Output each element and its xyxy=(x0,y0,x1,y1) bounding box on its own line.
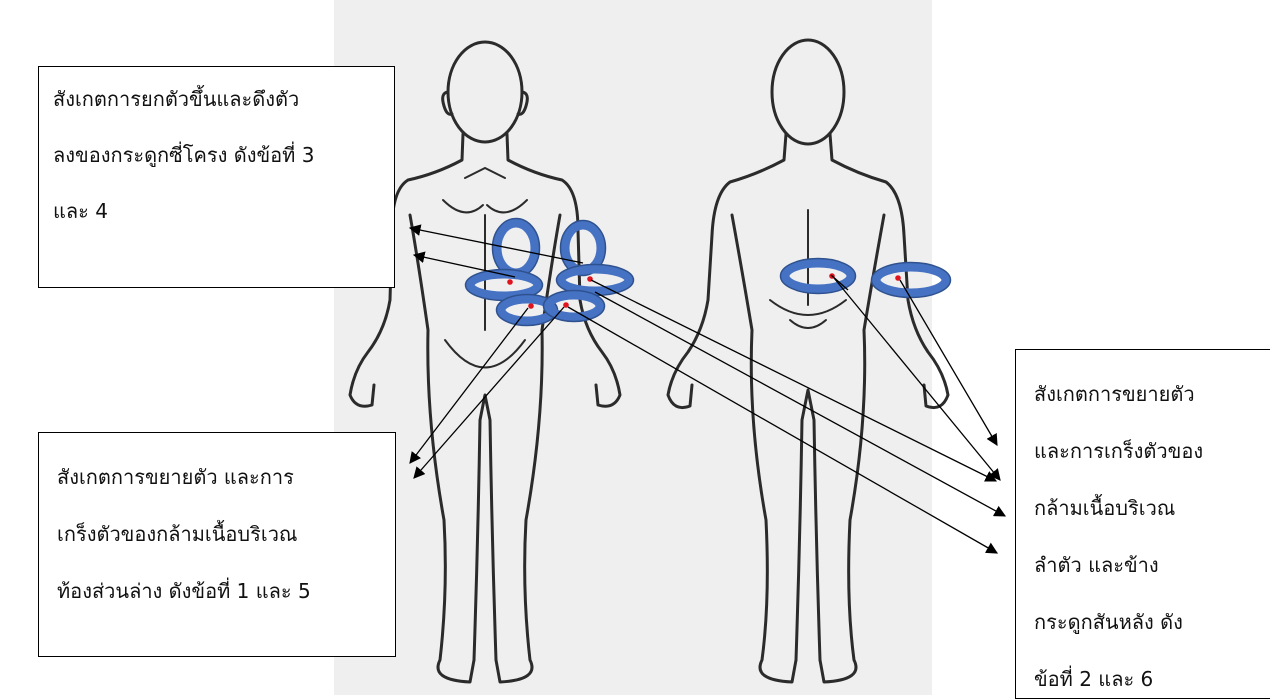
callout-line: และการเกร็งตัวของ xyxy=(1034,441,1270,461)
callout-line: เกร็งตัวของกล้ามเนื้อบริเวณ xyxy=(57,524,395,544)
ring-back-lumbar xyxy=(785,263,851,289)
callout-rib-movement: สังเกตการยกตัวขึ้นและดึงตัว ลงของกระดูกซ… xyxy=(38,66,395,288)
callout-line: และ 4 xyxy=(53,201,394,221)
ring-front-chest-left xyxy=(497,223,535,273)
callout-lower-abdomen: สังเกตการขยายตัว และการ เกร็งตัวของกล้าม… xyxy=(38,432,396,657)
callout-line: สังเกตการยกตัวขึ้นและดึงตัว xyxy=(53,89,394,109)
callout-line: ลำตัว และข้าง xyxy=(1034,555,1270,575)
highlight-rings xyxy=(466,219,951,326)
callout-line: สังเกตการขยายตัว xyxy=(1034,384,1270,404)
callout-line: ลงของกระดูกซี่โครง ดังข้อที่ 3 xyxy=(53,145,394,165)
back-body-figure xyxy=(668,40,948,682)
ring-front-ribs-left xyxy=(470,274,538,296)
callout-line: ท้องส่วนล่าง ดังข้อที่ 1 และ 5 xyxy=(57,581,395,601)
callout-line: กระดูกสันหลัง ดัง xyxy=(1034,612,1270,632)
callout-line: ข้อที่ 2 และ 6 xyxy=(1034,669,1270,689)
ring-front-ribs-right xyxy=(561,269,629,291)
callout-line: สังเกตการขยายตัว และการ xyxy=(57,467,395,487)
callout-line: กล้ามเนื้อบริเวณ xyxy=(1034,498,1270,518)
ring-back-flank xyxy=(876,267,946,293)
callout-trunk-spine: สังเกตการขยายตัว และการเกร็งตัวของ กล้าม… xyxy=(1015,349,1270,699)
